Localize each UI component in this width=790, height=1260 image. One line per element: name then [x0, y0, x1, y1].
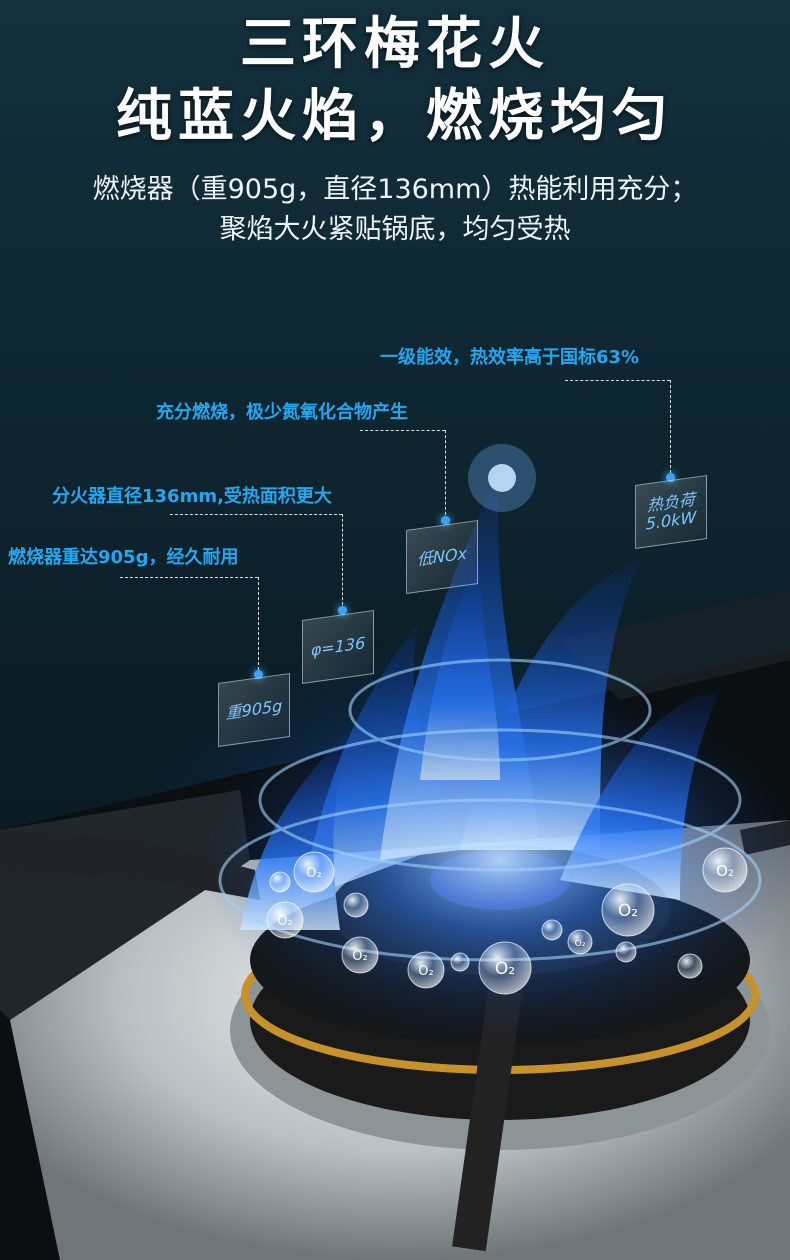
o2-label: O₂	[575, 939, 586, 949]
feature-diameter: 分火器直径136mm,受热面积更大	[52, 486, 332, 507]
marker-dot	[254, 670, 263, 679]
pot-support	[452, 988, 522, 1252]
marker-dot	[441, 516, 450, 525]
leader-efficiency-v	[670, 380, 671, 478]
headline-line-1: 三环梅花火	[240, 12, 550, 77]
sparkle	[488, 464, 516, 492]
headline-line-2: 纯蓝火焰，燃烧均匀	[116, 84, 674, 149]
subtitle-line-1: 燃烧器（重905g，直径136mm）热能利用充分；	[92, 174, 698, 205]
o2-label: O₂	[277, 914, 292, 929]
badge-low-nox-label: 低NOx	[416, 543, 468, 570]
leader-weight-h	[120, 577, 258, 578]
badge-diameter: φ=136	[302, 609, 374, 685]
bubble-labels: O₂ O₂ O₂ O₂ O₂ O₂ O₂ O₂	[277, 862, 734, 979]
leader-nox-v	[445, 430, 446, 520]
o2-label: O₂	[352, 949, 367, 964]
subtitle-line-2: 聚焰大火紧贴锅底，均匀受热	[219, 214, 571, 245]
badge-diameter-label: φ=136	[310, 633, 366, 660]
marker-dot	[338, 606, 347, 615]
o2-label: O₂	[716, 862, 734, 880]
o2-label: O₂	[495, 959, 515, 979]
leader-nox-h	[360, 430, 445, 431]
o2-label: O₂	[618, 901, 638, 921]
oxygen-bubbles	[266, 847, 748, 995]
badge-weight-label: 重905g	[225, 696, 283, 723]
feature-low-nox: 充分燃烧，极少氮氧化合物产生	[156, 402, 408, 423]
flames	[240, 470, 720, 930]
leader-efficiency-h	[565, 380, 670, 381]
badge-weight: 重905g	[218, 672, 290, 748]
o2-label: O₂	[418, 964, 433, 979]
badge-low-nox: 低NOx	[406, 519, 478, 595]
feature-efficiency: 一级能效，热效率高于国标63%	[380, 347, 640, 368]
o2-label: O₂	[306, 866, 321, 881]
feature-weight: 燃烧器重达905g，经久耐用	[8, 547, 239, 568]
leader-diameter-v	[342, 514, 343, 610]
leader-weight-v	[258, 577, 259, 675]
marker-dot	[666, 473, 675, 482]
leader-diameter-h	[170, 514, 342, 515]
